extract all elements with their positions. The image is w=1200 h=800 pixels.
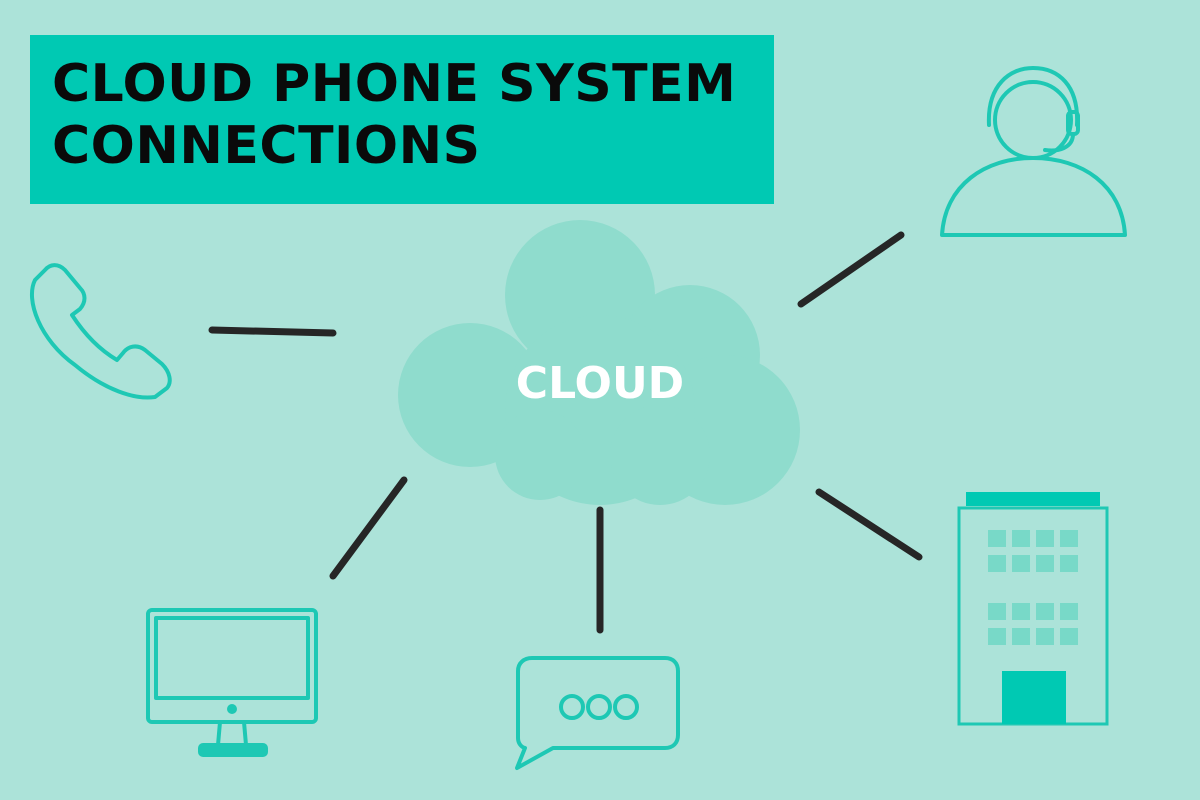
- connector-telephone: [208, 326, 337, 337]
- chat-bubble-icon: [515, 656, 680, 770]
- title-line-2: CONNECTIONS: [52, 116, 481, 176]
- desktop-monitor-icon: [146, 608, 318, 757]
- cloud-label: CLOUD: [516, 358, 684, 409]
- title-line-1: CLOUD PHONE SYSTEM: [52, 54, 737, 114]
- headset-agent-icon: [940, 66, 1127, 237]
- title-banner: CLOUD PHONE SYSTEM CONNECTIONS: [30, 35, 774, 204]
- cloud-shape: [398, 220, 800, 505]
- connector-agent: [797, 231, 905, 308]
- telephone-icon: [29, 263, 172, 400]
- connectors: [208, 231, 923, 634]
- connector-computer: [329, 476, 408, 580]
- connector-office: [815, 488, 923, 561]
- building-door: [1002, 671, 1066, 724]
- office-building-icon: [957, 492, 1109, 726]
